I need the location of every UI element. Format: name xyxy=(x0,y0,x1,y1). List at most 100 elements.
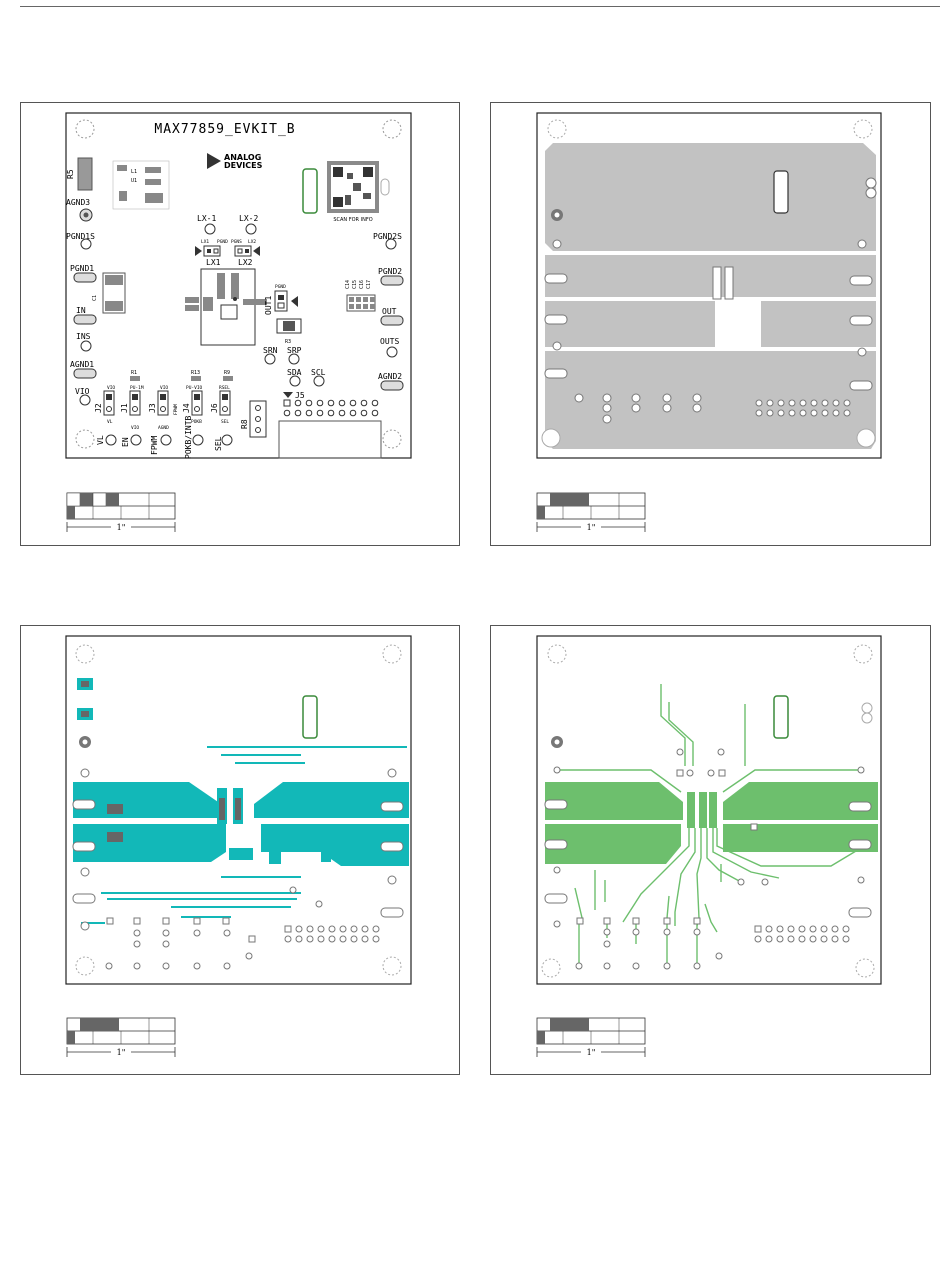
testpoint-srp xyxy=(288,353,300,365)
testpoint-pokb xyxy=(192,434,204,446)
label-sel: SEL xyxy=(214,436,223,451)
label-lx1-top: LX-1 xyxy=(197,214,216,223)
qr-caption: SCAN FOR INFO xyxy=(333,217,372,223)
jumper-j4: J4 POKB xyxy=(182,390,203,425)
top-copper-figure: 1" xyxy=(20,625,460,1075)
qr-code-icon xyxy=(327,161,379,213)
analog-devices-logo: ANALOG DEVICES xyxy=(207,153,263,170)
r3-footprint xyxy=(276,318,302,334)
label-j3: J3 xyxy=(148,403,157,413)
label-agnd-small: AGND xyxy=(158,425,169,431)
label-pgnd1: PGND1 xyxy=(70,264,94,273)
testpoint-lx2 xyxy=(245,223,257,235)
testpoint-pgnd2s xyxy=(385,238,397,250)
label-agnd3: AGND3 xyxy=(66,198,90,207)
c14-c17-footprints xyxy=(346,294,376,312)
label-j6: J6 xyxy=(210,403,219,413)
scale-bar: 1" xyxy=(66,1017,176,1057)
copper-pour-out xyxy=(261,824,409,866)
top-copper-board xyxy=(65,635,412,985)
copper-pour-top xyxy=(545,143,876,251)
copper-pour-pgnd2 xyxy=(723,782,878,820)
label-pokb-small: POKB xyxy=(191,419,202,425)
label-pgnd-small: PGND xyxy=(217,239,228,245)
label-pokb: POKB/INTB xyxy=(184,415,193,459)
bottom-copper-figure: 1" xyxy=(490,625,931,1075)
label-fpwm: FPWM xyxy=(150,436,159,455)
label-j2: J2 xyxy=(94,403,103,413)
inductor-footprint xyxy=(185,268,267,346)
label-r3: R3 xyxy=(285,339,291,345)
scale-bar: 1" xyxy=(66,492,176,532)
usb-cutout xyxy=(302,168,318,214)
copper-pour-in xyxy=(73,824,226,862)
inner-layer-board xyxy=(536,112,882,459)
label-vio-b: VIO xyxy=(160,385,168,391)
label-sda: SDA xyxy=(287,368,302,377)
jumper-j6: J6 SEL xyxy=(210,390,231,425)
label-c14: C14 xyxy=(345,280,351,289)
label-j4: J4 xyxy=(182,403,191,413)
pad-agnd1 xyxy=(73,368,97,379)
copper-pour-pgnd1 xyxy=(545,782,683,820)
logo-triangle-icon xyxy=(207,153,221,169)
label-lx2-top: LX-2 xyxy=(239,214,258,223)
header-j5 xyxy=(278,399,382,459)
board-outline xyxy=(65,112,412,459)
label-pgnd2: PGND2 xyxy=(378,267,402,276)
label-j1: J1 xyxy=(120,403,129,413)
label-pgns-small: PGNS xyxy=(231,239,242,245)
pad-out xyxy=(380,315,404,326)
scale-bar: 1" xyxy=(536,492,646,532)
logo-text-2: DEVICES xyxy=(224,161,263,170)
scale-label: 1" xyxy=(587,1048,596,1057)
label-ins: INS xyxy=(76,332,91,341)
label-j5: J5 xyxy=(295,391,305,400)
top-silkscreen-figure: MAX77859_EVKIT_B ANALOG DEVICES SCAN FOR… xyxy=(20,102,460,546)
label-r5: R5 xyxy=(66,169,75,179)
arrow-icon xyxy=(253,246,260,256)
label-c17: C17 xyxy=(366,280,372,289)
c1-footprint xyxy=(102,272,126,314)
label-lx2: LX2 xyxy=(238,258,253,267)
led-marker xyxy=(380,178,390,196)
r5-footprint xyxy=(77,157,93,191)
label-pu-1m: PU-1M xyxy=(130,385,144,391)
board-title: MAX77859_EVKIT_B xyxy=(154,122,295,137)
label-in: IN xyxy=(76,306,86,315)
mounting-hole xyxy=(75,429,95,449)
copper-pour-out xyxy=(723,824,878,852)
label-agnd2: AGND2 xyxy=(378,372,402,381)
testpoint-fpwm xyxy=(160,434,172,446)
scale-bar: 1" xyxy=(536,1017,646,1057)
label-out: OUT xyxy=(382,307,397,316)
testpoint-scl xyxy=(313,375,325,387)
testpoint-lx1 xyxy=(204,223,216,235)
scale-label: 1" xyxy=(117,1048,126,1057)
pad-pgnd1 xyxy=(73,272,97,283)
copper-pour-bottom xyxy=(545,351,876,449)
label-sel-small: SEL xyxy=(221,419,229,425)
label-rsel: RSEL xyxy=(219,385,230,391)
label-out1: OUT1 xyxy=(264,296,273,315)
copper-pour-pgnd2 xyxy=(254,782,409,818)
pad-in xyxy=(73,314,97,325)
inner-layer-figure: 1" xyxy=(490,102,931,546)
label-vl-small: VL xyxy=(107,419,113,425)
testpoint-ins xyxy=(80,340,92,352)
jumper-j3: J3 FPWM AGND xyxy=(148,390,179,431)
label-c15: C15 xyxy=(352,280,358,289)
testpoint-sda xyxy=(289,375,301,387)
label-agnd1: AGND1 xyxy=(70,360,94,369)
copper-pour-in xyxy=(545,301,715,347)
label-pgnd-out: PGND xyxy=(275,284,286,290)
label-vio-small: VIO xyxy=(131,425,139,431)
label-pgnd1s: PGND1S xyxy=(66,232,95,241)
label-lx1-small: LX1 xyxy=(201,239,209,245)
testpoint-srn xyxy=(264,353,276,365)
bottom-copper-board xyxy=(536,635,882,985)
component-cluster-u1: L1 U1 xyxy=(112,160,170,210)
mounting-hole xyxy=(382,429,402,449)
pad-agnd2 xyxy=(380,380,404,391)
top-silkscreen-board: MAX77859_EVKIT_B ANALOG DEVICES SCAN FOR… xyxy=(65,112,412,459)
